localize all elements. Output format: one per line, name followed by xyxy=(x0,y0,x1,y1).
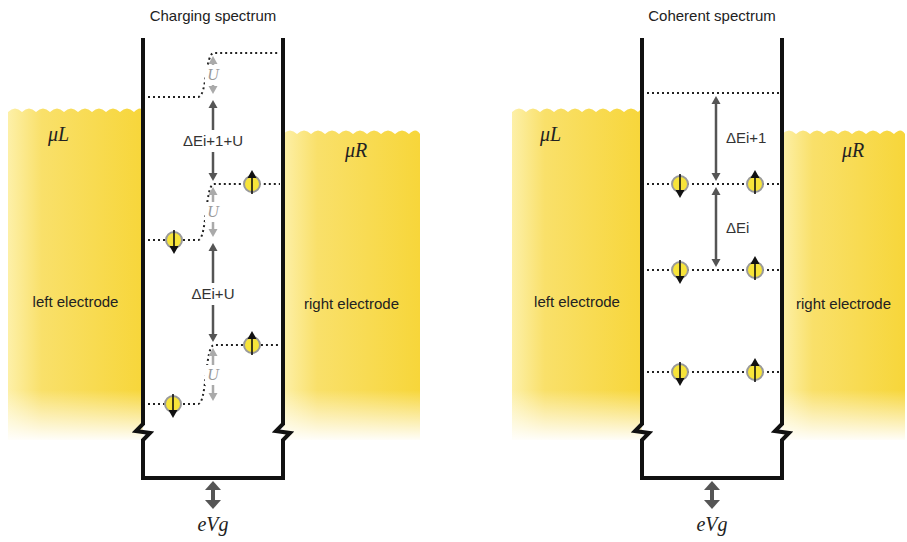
electron xyxy=(244,331,260,355)
chemical-potential: μR xyxy=(345,138,367,163)
electrode: μL left electrode xyxy=(8,108,143,440)
level-spacing: ΔEi+U xyxy=(190,285,237,303)
electron xyxy=(747,358,763,382)
electrode-label: right electrode xyxy=(794,295,894,314)
level-spacing: ΔEi+1 xyxy=(724,129,768,147)
electron xyxy=(747,256,763,280)
electrode: μR right electrode xyxy=(283,130,420,440)
level-spacing: ΔEi xyxy=(724,219,751,237)
electrode-fade xyxy=(283,390,420,442)
electrode-label: left electrode xyxy=(527,293,627,312)
level-spacing: ΔEi+1+U xyxy=(181,132,245,150)
electron xyxy=(672,174,688,198)
dot-walls xyxy=(136,38,789,478)
gate-arrows xyxy=(205,481,720,509)
chemical-potential: μL xyxy=(540,122,561,147)
electron xyxy=(166,230,182,254)
chemical-potential: μR xyxy=(842,138,864,163)
electron xyxy=(672,260,688,284)
charging-energy: U xyxy=(205,202,221,221)
electrode-label: right electrode xyxy=(302,295,402,314)
electron xyxy=(244,170,260,194)
electrode-fade xyxy=(782,390,905,442)
electron xyxy=(672,362,688,386)
panel-title: Coherent spectrum xyxy=(646,7,778,25)
spacing-arrow xyxy=(712,187,721,267)
electrode-fade xyxy=(512,390,642,442)
gate-voltage: eVg xyxy=(694,512,729,536)
energy-levels xyxy=(148,53,779,404)
gate-voltage: eVg xyxy=(195,512,230,536)
electron xyxy=(165,394,181,418)
charging-energy: U xyxy=(205,65,221,84)
electrode: μR right electrode xyxy=(782,130,905,440)
spacing-arrow xyxy=(712,96,721,181)
electrode-label: left electrode xyxy=(26,293,126,312)
chemical-potential: μL xyxy=(48,122,69,147)
electrode: μL left electrode xyxy=(512,108,642,440)
charging-energy: U xyxy=(205,365,221,384)
panel-title: Charging spectrum xyxy=(148,7,279,25)
electrode-fade xyxy=(8,390,143,442)
electron xyxy=(747,170,763,194)
